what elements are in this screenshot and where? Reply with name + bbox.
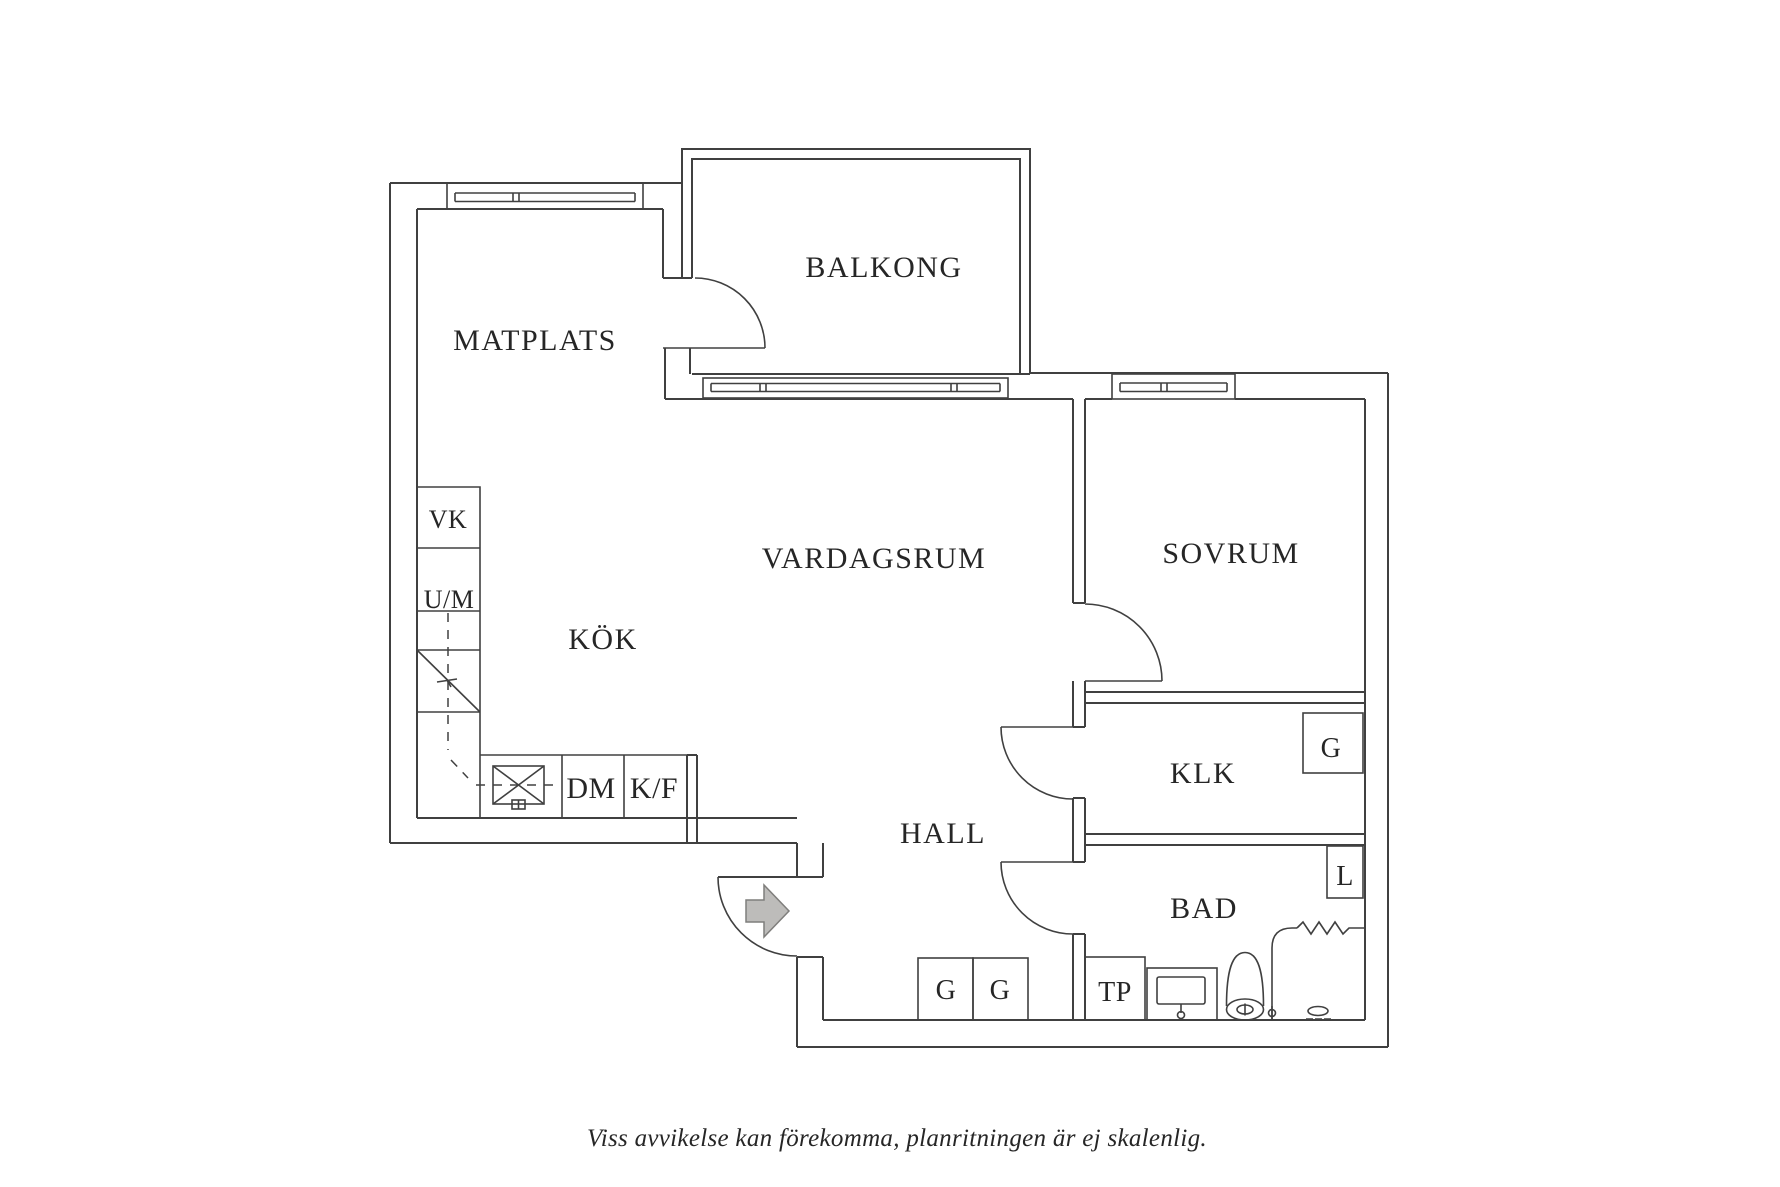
fixture-labels: VK U/M DM K/F G G G TP L bbox=[424, 505, 1354, 1008]
stove-icon bbox=[492, 765, 545, 810]
door-arc bbox=[1000, 861, 1074, 935]
room-labels: MATPLATS BALKONG VARDAGSRUM SOVRUM KÖK K… bbox=[453, 251, 1299, 925]
door-klk bbox=[1000, 726, 1074, 800]
label-dm: DM bbox=[566, 772, 615, 805]
label-vk: VK bbox=[429, 505, 468, 534]
label-g-hall-2: G bbox=[990, 975, 1011, 1006]
closet-g-hall-2 bbox=[972, 957, 1029, 1021]
cabinet-l bbox=[1326, 845, 1364, 899]
door-arc bbox=[694, 277, 766, 349]
room-label-klk: KLK bbox=[1170, 757, 1236, 790]
room-label-hall: HALL bbox=[900, 817, 986, 850]
door-bad bbox=[1000, 861, 1074, 935]
door-arc bbox=[1000, 726, 1074, 800]
label-g-klk: G bbox=[1321, 733, 1342, 764]
room-label-kok: KÖK bbox=[568, 623, 638, 656]
toilet-icon bbox=[1225, 951, 1265, 1021]
kitchen-counter bbox=[416, 486, 687, 818]
room-label-vardagsrum: VARDAGSRUM bbox=[762, 542, 987, 575]
label-um: U/M bbox=[424, 585, 475, 614]
washbasin-icon bbox=[1146, 967, 1218, 1021]
label-kf: K/F bbox=[630, 772, 678, 805]
door-arc bbox=[1084, 603, 1163, 682]
shower-icon bbox=[1267, 920, 1365, 1020]
room-label-matplats: MATPLATS bbox=[453, 324, 617, 357]
closet-boxes bbox=[917, 712, 1364, 1021]
balcony-walls bbox=[664, 148, 1031, 399]
window-vardagsrum-icon bbox=[702, 377, 1009, 399]
entrance-arrow-icon bbox=[745, 883, 791, 939]
door-sovrum bbox=[1084, 603, 1163, 682]
door-balcony bbox=[663, 277, 766, 349]
label-l: L bbox=[1336, 861, 1354, 892]
label-tp: TP bbox=[1098, 977, 1132, 1008]
closet-g-klk bbox=[1302, 712, 1364, 774]
interior-walls bbox=[686, 399, 1365, 1020]
label-g-hall-1: G bbox=[936, 975, 957, 1006]
room-label-sovrum: SOVRUM bbox=[1162, 537, 1299, 570]
room-label-bad: BAD bbox=[1170, 892, 1238, 925]
cabinet-tp bbox=[1084, 956, 1146, 1021]
floor-drain-icon bbox=[1306, 1005, 1331, 1020]
window-sovrum-icon bbox=[1111, 373, 1236, 400]
exterior-walls bbox=[389, 182, 1389, 1048]
door-entrance bbox=[717, 876, 798, 957]
window-matplats-icon bbox=[446, 182, 644, 210]
disclaimer-caption: Viss avvikelse kan förekomma, planritnin… bbox=[587, 1125, 1207, 1152]
room-label-balkong: BALKONG bbox=[805, 251, 962, 284]
door-arc bbox=[717, 876, 798, 957]
